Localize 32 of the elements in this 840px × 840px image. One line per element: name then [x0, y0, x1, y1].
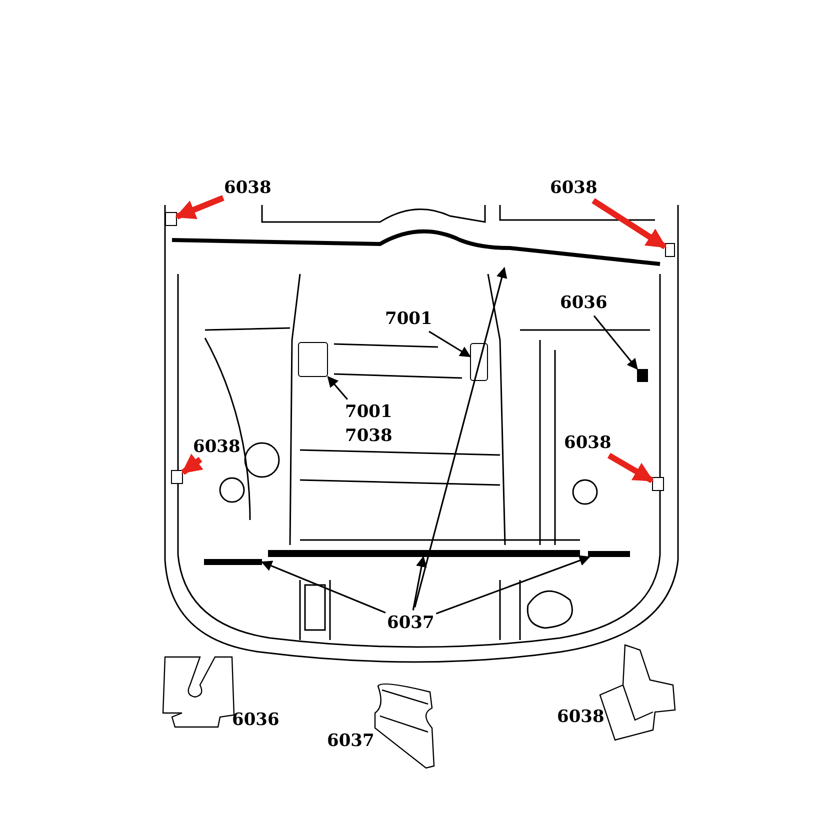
part-number: 6037: [327, 730, 374, 753]
clip-part: [665, 243, 675, 257]
leader-line: [412, 556, 427, 610]
leader-line: [607, 452, 654, 484]
callout-number: 6038: [564, 431, 612, 455]
seal-strip: [204, 559, 262, 565]
leader-line: [436, 555, 590, 614]
leader-line: [592, 198, 667, 250]
callout-number: 6037: [387, 611, 434, 635]
clip-part: [637, 369, 648, 382]
part-number: 6036: [232, 709, 280, 732]
leader-line: [428, 330, 471, 358]
bracket-part: [470, 343, 488, 381]
seal-strip: [588, 551, 630, 557]
callout-number: 6038: [193, 435, 240, 459]
bracket-part: [298, 342, 328, 377]
callout-number: 6038: [224, 176, 272, 200]
clip-part: [652, 477, 664, 491]
callout-number: 6036: [560, 291, 608, 315]
callout-number: 6038: [550, 176, 598, 200]
leader-line: [181, 454, 204, 475]
callout-number: 7001 7038: [345, 400, 392, 448]
seal-strip: [268, 550, 580, 557]
leader-line: [260, 560, 386, 614]
clip-part: [165, 212, 177, 226]
leader-line: [593, 315, 638, 370]
leader-line: [327, 376, 348, 400]
leader-line: [175, 195, 224, 220]
clip-part: [171, 470, 183, 484]
part-number: 6038: [557, 706, 604, 729]
callout-number: 7001: [385, 307, 432, 331]
leader-line: [414, 266, 508, 608]
